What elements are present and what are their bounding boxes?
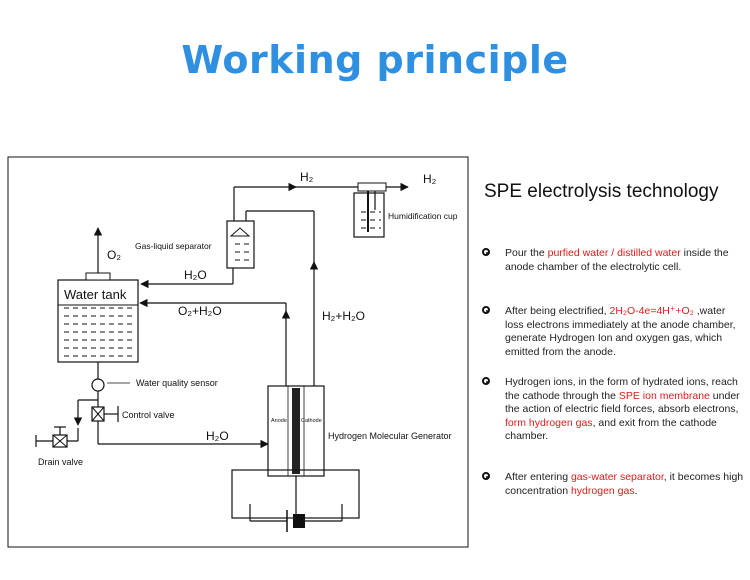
bullet-text: Pour the purfied water / distilled water… — [505, 247, 744, 274]
plain-text: ,water loss electrons immediately at the… — [505, 305, 736, 358]
highlight-text: hydrogen gas — [570, 484, 635, 497]
diagram-frame — [7, 156, 469, 548]
bullet-dot-icon — [482, 472, 490, 480]
control-valve-icon — [91, 406, 119, 422]
humidification-cup-label: Humidification cup — [388, 211, 458, 221]
plain-text: . — [634, 484, 638, 497]
control-valve-label: Control valve — [122, 410, 175, 420]
hydrogen-generator: Anode Cathode — [267, 385, 325, 477]
plain-text: , it becomes high concentration — [505, 471, 744, 497]
h2-out-label: H₂ — [423, 172, 437, 186]
bullet-dot-icon — [482, 377, 490, 385]
h2-top-label: H₂ — [300, 170, 314, 184]
bullet-dot-icon — [482, 248, 490, 256]
bullet-dot-icon — [482, 306, 490, 314]
plain-text: under the action of electric field force… — [505, 389, 740, 416]
drain-valve-icon — [52, 426, 68, 448]
drain-valve-label: Drain valve — [38, 457, 83, 467]
battery-icon — [286, 510, 305, 532]
highlight-text: 2H₂O-4e=4H⁺+O₂ — [609, 305, 694, 317]
page-title: Working principle — [181, 38, 569, 82]
bullet-text: After entering gas-water separator, it b… — [505, 471, 744, 498]
panel-title: SPE electrolysis technology — [484, 181, 719, 202]
water-quality-sensor-icon — [91, 378, 105, 392]
bullet-item: Hydrogen ions, in the form of hydrated i… — [482, 376, 744, 444]
plain-text: After entering — [505, 471, 571, 483]
highlight-text: purfied water / distilled water — [547, 247, 681, 259]
h2o-feed-label: H₂O — [206, 429, 229, 443]
h2-h2o-label: H₂+H₂O — [322, 309, 365, 323]
gas-liquid-separator — [226, 220, 255, 269]
bullet-item: After being electrified, 2H₂O-4e=4H⁺+O₂ … — [482, 305, 744, 359]
bullet-item: After entering gas-water separator, it b… — [482, 471, 744, 498]
cathode-label: Cathode — [301, 418, 322, 424]
plain-text: Pour the — [505, 247, 548, 259]
plain-text: After being electrified, — [505, 305, 610, 317]
anode-label: Anode — [271, 418, 287, 424]
highlight-text: gas-water separator — [570, 471, 664, 483]
highlight-text: form hydrogen gas — [505, 416, 593, 429]
bullet-text: Hydrogen ions, in the form of hydrated i… — [505, 376, 744, 444]
water-quality-sensor-label: Water quality sensor — [136, 378, 218, 388]
water-tank: Water tank — [57, 272, 139, 363]
water-tank-label: Water tank — [64, 287, 127, 302]
o2-label: O₂ — [107, 248, 121, 262]
humidification-cup — [353, 182, 387, 238]
plain-text: , and exit from the cathode chamber. — [505, 416, 717, 443]
generator-label: Hydrogen Molecular Generator — [328, 431, 452, 441]
gas-liquid-separator-label: Gas-liquid separator — [135, 241, 212, 251]
highlight-text: SPE ion membrane — [618, 389, 710, 402]
bullet-text: After being electrified, 2H₂O-4e=4H⁺+O₂ … — [505, 305, 744, 359]
plain-text: Hydrogen ions, in the form of hydrated i… — [505, 376, 738, 402]
plain-text: inside the anode chamber of the electrol… — [505, 247, 729, 273]
bullet-item: Pour the purfied water / distilled water… — [482, 247, 744, 274]
o2-h2o-label: O₂+H₂O — [178, 304, 222, 318]
h2o-return-label: H₂O — [184, 268, 207, 282]
